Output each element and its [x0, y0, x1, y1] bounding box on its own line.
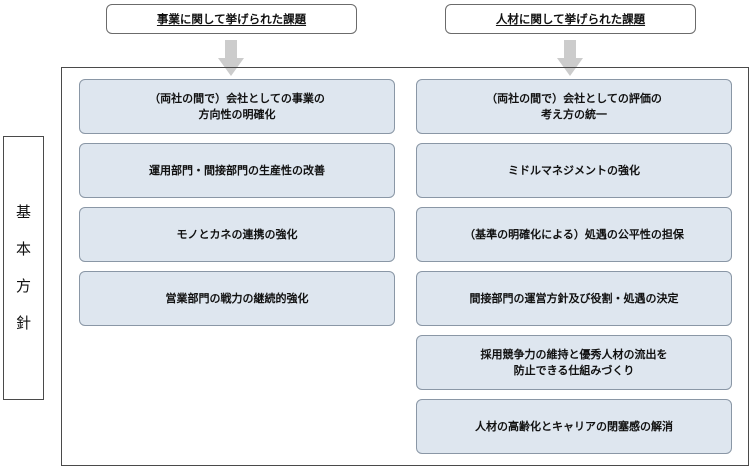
hr-issue-item: ミドルマネジメントの強化 [416, 143, 732, 198]
business-issue-item: （両社の間で）会社としての事業の 方向性の明確化 [79, 79, 395, 134]
hr-issue-item: 採用競争力の維持と優秀人材の流出を 防止できる仕組みづくり [416, 335, 732, 390]
basic-policy-char: 方 [15, 277, 31, 295]
hr-issue-item: （基準の明確化による）処遇の公平性の担保 [416, 207, 732, 262]
header-business-issues: 事業に関して挙げられた課題 [106, 4, 357, 34]
basic-policy-char: 針 [15, 314, 31, 332]
header-business-issues-label: 事業に関して挙げられた課題 [156, 12, 307, 26]
basic-policy-label: 基 本 方 針 [3, 136, 44, 400]
hr-issue-item: （両社の間で）会社としての評価の 考え方の統一 [416, 79, 732, 134]
basic-policy-char: 本 [15, 240, 31, 258]
basic-policy-char: 基 [15, 203, 31, 221]
hr-issue-item: 人材の高齢化とキャリアの閉塞感の解消 [416, 399, 732, 454]
header-hr-issues: 人材に関して挙げられた課題 [445, 4, 696, 34]
hr-issue-item: 間接部門の運営方針及び役割・処遇の決定 [416, 271, 732, 326]
policy-frame [61, 67, 749, 466]
header-hr-issues-label: 人材に関して挙げられた課題 [495, 12, 646, 26]
business-issue-item: 運用部門・間接部門の生産性の改善 [79, 143, 395, 198]
business-issue-item: モノとカネの連携の強化 [79, 207, 395, 262]
business-issue-item: 営業部門の戦力の継続的強化 [79, 271, 395, 326]
